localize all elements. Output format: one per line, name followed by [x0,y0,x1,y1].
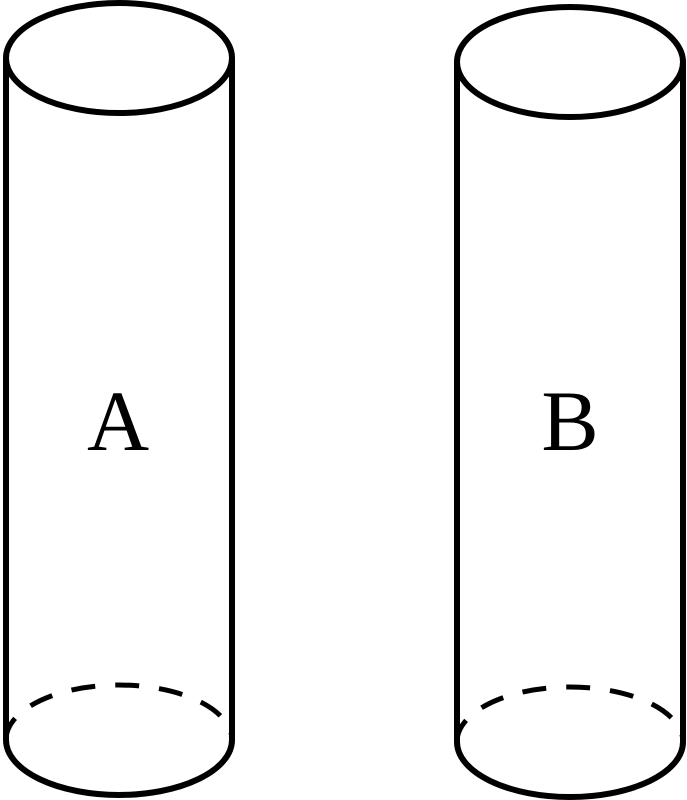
cylinder-b-label: B [541,373,598,469]
cylinder-a-bottom-visible-edge [3,739,235,798]
cylinder-a-bottom-hidden-edge [3,682,235,741]
cylinder-a-label: A [87,373,149,469]
cylinder-a: A [3,0,235,798]
cylinder-a-top-face [3,0,235,116]
cylinder-b-bottom-visible-edge [454,741,686,800]
cylinder-b: B [454,4,686,800]
cylinder-b-bottom-hidden-edge [454,684,686,743]
cylinder-b-top-face [454,4,686,120]
